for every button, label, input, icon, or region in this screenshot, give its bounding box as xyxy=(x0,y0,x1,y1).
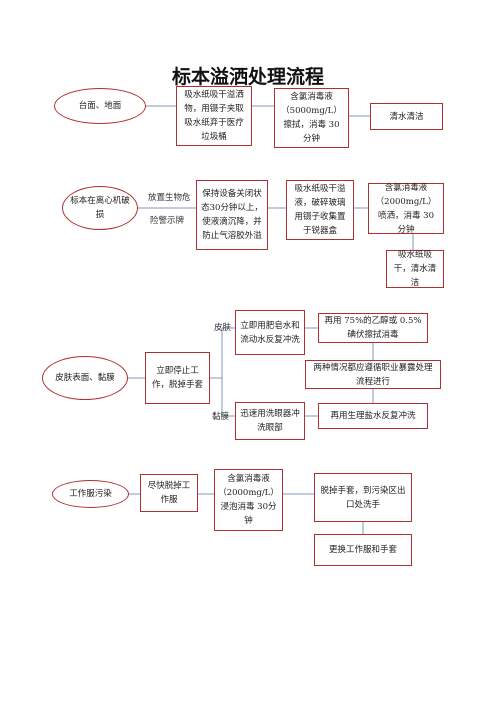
step-chlorine-wipe: 含氯消毒液（5000mg/L）擦拭，消毒 30 分钟 xyxy=(274,88,349,148)
step-stop-work: 立即停止工作，脱掉手套 xyxy=(145,352,210,404)
step-absorb-glass: 吸水纸吸干溢液，破碎玻璃用镊子收集置于锐器盒 xyxy=(286,180,354,240)
start-node-skin-mucosa: 皮肤表面、黏膜 xyxy=(42,356,128,400)
step-exposure-report: 两种情况都应遵循职业暴露处理流程进行 xyxy=(305,360,441,389)
start-node-centrifuge: 标本在离心机破损 xyxy=(62,186,138,230)
step-keep-closed: 保持设备关闭状态30分钟以上，使液滴沉降，并防止气溶胶外溢 xyxy=(196,180,268,250)
label-biohazard-sign-bottom: 险警示牌 xyxy=(150,216,185,226)
label-biohazard-sign-top: 放置生物危 xyxy=(148,193,191,203)
step-soak-disinfect: 含氯消毒液（2000mg/L）浸泡消毒 30分钟 xyxy=(214,469,283,531)
step-water-clean: 清水清洁 xyxy=(370,103,443,130)
branch-label-skin: 皮肤 xyxy=(214,323,232,333)
step-saline-rinse: 再用生理盐水反复冲洗 xyxy=(318,403,428,429)
step-wash-hands: 脱掉手套，到污染区出口处洗手 xyxy=(314,473,412,522)
page-title: 标本溢洒处理流程 xyxy=(171,66,324,88)
step-remove-workwear: 尽快脱掉工作服 xyxy=(140,474,198,512)
start-node-surface: 台面、地面 xyxy=(54,88,146,124)
step-absorb-spill: 吸水纸吸干溢洒物，用镊子夹取吸水纸弃于医疗垃圾桶 xyxy=(176,86,252,146)
branch-label-mucosa: 黏膜 xyxy=(212,412,230,422)
step-eyewash: 迅速用洗眼器冲洗眼部 xyxy=(235,402,305,440)
step-change-workwear: 更换工作服和手套 xyxy=(314,534,412,566)
start-node-workwear: 工作服污染 xyxy=(52,480,129,508)
step-ethanol-disinfect: 再用 75%的乙醇或 0.5%碘伏擦拭消毒 xyxy=(318,313,428,343)
step-chlorine-spray: 含氯消毒液（2000mg/L）喷洒，消毒 30 分钟 xyxy=(368,183,444,235)
step-soap-rinse: 立即用肥皂水和流动水反复冲洗 xyxy=(235,310,305,355)
step-dry-and-clean: 吸水纸吸干，清水清洁 xyxy=(386,250,444,288)
